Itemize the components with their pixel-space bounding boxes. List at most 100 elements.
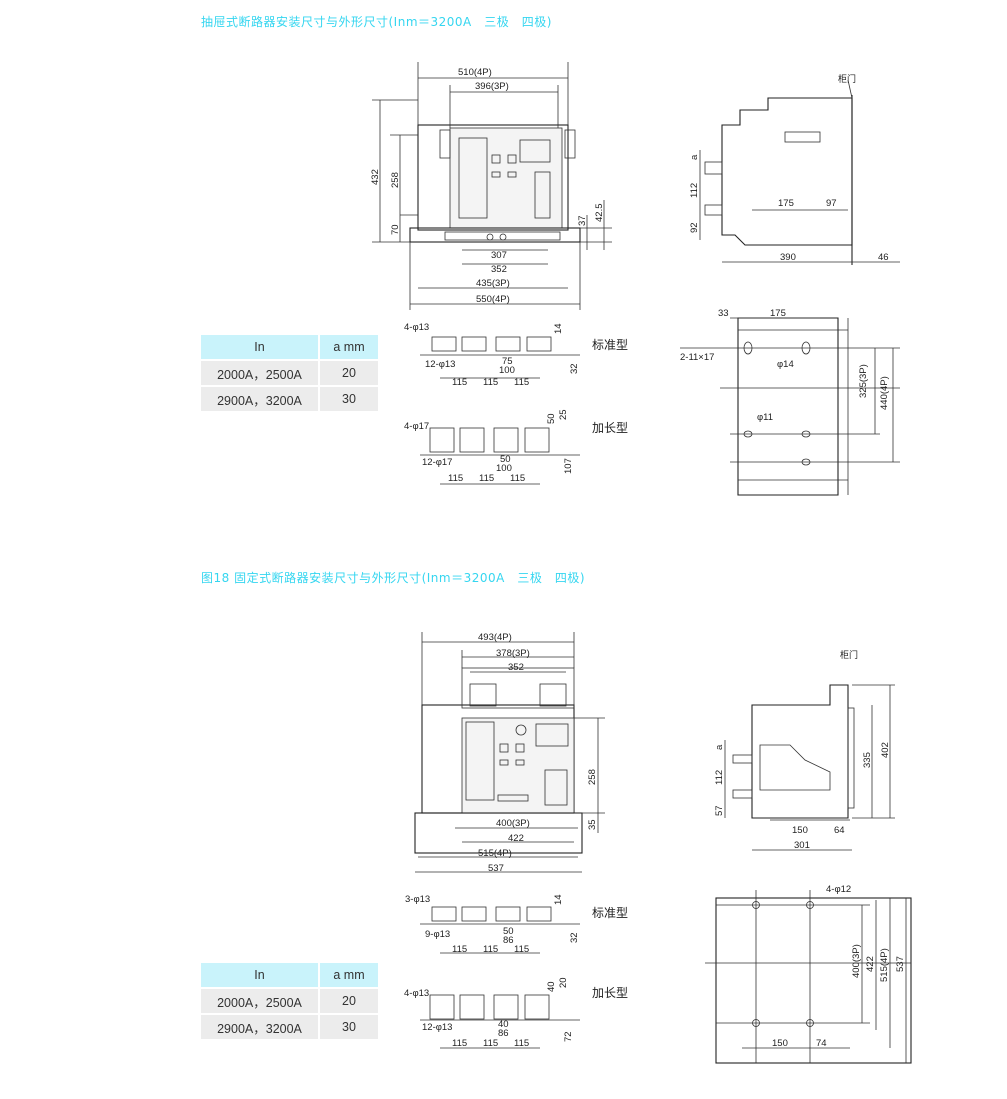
dim-label: 115 <box>514 1038 529 1049</box>
dim-label: 301 <box>794 840 810 851</box>
dim-label: 100 <box>499 365 515 376</box>
dim-label: φ11 <box>757 412 773 423</box>
dim-label: 396(3P) <box>475 81 509 92</box>
dim-label: 115 <box>479 473 494 484</box>
dim-label: 35 <box>587 819 598 830</box>
dim-label: 352 <box>491 264 507 275</box>
long-type-label: 加长型 <box>592 421 628 435</box>
fixed-panel-cutout: 4-φ12 400(3P) 422 515(4P) 537 150 74 <box>705 884 912 1064</box>
dim-label: 440(4P) <box>879 376 890 410</box>
dim-label: 40 <box>546 981 557 992</box>
dim-label: 50 <box>500 454 511 465</box>
dim-label: 75 <box>502 356 513 367</box>
dim-label: 115 <box>510 473 525 484</box>
dim-label: 537 <box>895 956 906 972</box>
dim-label: 115 <box>483 944 498 955</box>
col-in: In <box>201 335 318 359</box>
dim-label: 112 <box>689 183 700 198</box>
dim-label: 515(4P) <box>879 948 890 982</box>
fixed-long-terminals: 4-φ13 12-φ13 40 86 115 115 115 40 20 72 … <box>404 977 628 1049</box>
dim-label: 25 <box>558 409 569 420</box>
dim-label: a <box>689 154 700 160</box>
cabinet-door-label: 柜门 <box>840 649 858 661</box>
cabinet-door-label: 柜门 <box>838 73 856 85</box>
dim-label: 72 <box>563 1031 574 1042</box>
dim-label: 32 <box>569 363 580 374</box>
dim-label: 378(3P) <box>496 648 530 659</box>
dim-label: 115 <box>514 944 529 955</box>
dim-label: 115 <box>483 1038 498 1049</box>
drawout-panel-cutout: 33 175 2-11×17 φ14 φ11 325(3P) 440(4P) <box>680 308 900 496</box>
cell: 20 <box>318 361 378 385</box>
dim-label: 175 <box>778 198 794 209</box>
dim-label: 115 <box>483 377 498 388</box>
dim-label: 12-φ17 <box>422 457 452 468</box>
long-type-label: 加长型 <box>592 986 628 1000</box>
dim-label: 4-φ13 <box>404 322 429 333</box>
dim-label: 515(4P) <box>478 848 512 859</box>
dim-label: 307 <box>491 250 507 261</box>
dim-label: 150 <box>792 825 808 836</box>
dim-label: 400(3P) <box>496 818 530 829</box>
dim-label: 390 <box>780 252 796 263</box>
dim-label: 86 <box>503 935 514 946</box>
dim-label: 12-φ13 <box>425 359 455 370</box>
cell: 2000A，2500A <box>201 361 318 385</box>
section2-title: 图18 固定式断路器安装尺寸与外形尺寸(Inm＝3200A 三极 四极) <box>201 571 586 585</box>
dim-label: 537 <box>488 863 504 874</box>
dim-label: 325(3P) <box>858 364 869 398</box>
cell: 30 <box>318 387 378 411</box>
drawout-side-view: 柜门 a 112 92 175 97 390 46 <box>689 73 900 265</box>
dim-label: 432 <box>370 169 381 185</box>
dim-label: 550(4P) <box>476 294 510 305</box>
dim-label: 115 <box>452 944 467 955</box>
dim-label: 175 <box>770 308 786 319</box>
dim-label: 493(4P) <box>478 632 512 643</box>
cell: 2900A，3200A <box>201 387 318 411</box>
cell: 2900A，3200A <box>201 1015 318 1039</box>
dim-label: 50 <box>546 413 557 424</box>
dim-label: 335 <box>862 752 873 768</box>
dim-label: 107 <box>563 458 574 474</box>
dim-label: 422 <box>865 956 876 972</box>
dim-label: 74 <box>816 1038 827 1049</box>
dim-label: 258 <box>390 172 401 188</box>
dim-label: 510(4P) <box>458 67 492 78</box>
drawout-front-view: 510(4P) 396(3P) 432 258 70 37 42.5 307 3… <box>370 62 612 310</box>
dim-label: 14 <box>553 894 564 905</box>
dim-label: 32 <box>569 932 580 943</box>
fixed-front-view: 493(4P) 378(3P) 352 258 35 400(3P) 422 5… <box>414 632 605 874</box>
drawout-long-terminals: 4-φ17 12-φ17 50 100 115 115 115 50 25 10… <box>404 409 628 485</box>
section1-title: 抽屉式断路器安装尺寸与外形尺寸(Inm＝3200A 三极 四极) <box>201 15 552 29</box>
dim-label: 46 <box>878 252 889 263</box>
dim-label: 14 <box>553 323 564 334</box>
standard-type-label: 标准型 <box>592 338 628 352</box>
dim-label: 86 <box>498 1028 509 1039</box>
dim-label: 50 <box>503 926 514 937</box>
cell: 20 <box>318 989 378 1013</box>
dim-label: 2-11×17 <box>680 352 714 363</box>
fixed-side-view: 柜门 a 112 57 335 402 150 64 301 <box>714 649 895 851</box>
dim-label: 352 <box>508 662 524 673</box>
drawout-standard-terminals: 4-φ13 12-φ13 75 100 115 115 115 14 32 标准… <box>404 322 628 388</box>
dim-label: 4-φ13 <box>404 988 429 999</box>
col-a: a mm <box>318 963 378 987</box>
cell: 30 <box>318 1015 378 1039</box>
dim-label: 150 <box>772 1038 788 1049</box>
dim-label: 4-φ17 <box>404 421 429 432</box>
dim-label: a <box>714 744 725 750</box>
dim-label: 92 <box>689 222 700 233</box>
dim-label: 97 <box>826 198 837 209</box>
dim-label: 400(3P) <box>851 944 862 978</box>
dim-label: 3-φ13 <box>405 894 430 905</box>
dim-label: 20 <box>558 977 569 988</box>
dim-label: 42.5 <box>594 204 605 223</box>
